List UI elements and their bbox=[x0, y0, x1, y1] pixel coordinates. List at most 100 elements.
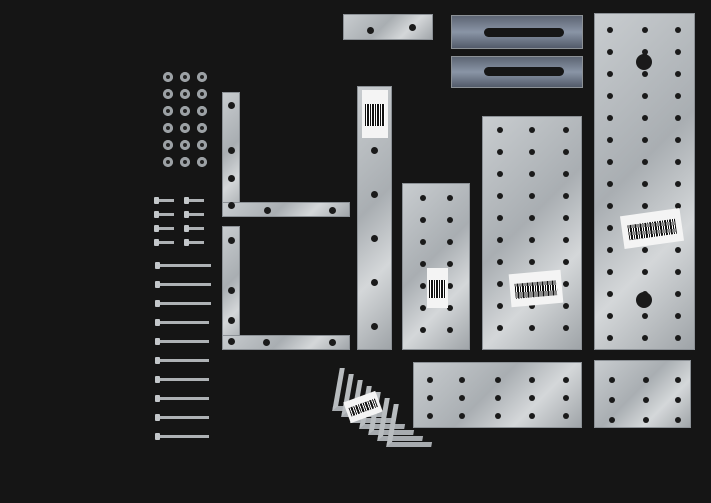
nut bbox=[180, 157, 190, 167]
hole bbox=[495, 395, 501, 401]
hole bbox=[563, 127, 569, 133]
hole bbox=[642, 137, 648, 143]
hole bbox=[607, 313, 613, 319]
hole bbox=[675, 377, 681, 383]
short-bolt bbox=[154, 211, 174, 218]
long-bolt bbox=[155, 433, 209, 440]
l-bracket-top-vertical bbox=[222, 92, 240, 217]
angle-bracket bbox=[386, 404, 439, 447]
nut bbox=[163, 89, 173, 99]
hole bbox=[642, 159, 648, 165]
hole bbox=[609, 377, 615, 383]
hole bbox=[227, 316, 235, 324]
hole bbox=[447, 305, 453, 311]
hole bbox=[642, 27, 648, 33]
hole bbox=[675, 93, 681, 99]
short-bolt bbox=[154, 239, 174, 246]
hole bbox=[563, 237, 569, 243]
hole bbox=[642, 269, 648, 275]
hole bbox=[607, 159, 613, 165]
hole bbox=[459, 413, 465, 419]
hole bbox=[370, 322, 378, 330]
barcode-label bbox=[362, 90, 388, 138]
hole bbox=[459, 395, 465, 401]
nut bbox=[180, 72, 190, 82]
hole bbox=[675, 247, 681, 253]
hole bbox=[675, 71, 681, 77]
hole bbox=[529, 215, 535, 221]
barcode-label bbox=[427, 268, 448, 308]
hole bbox=[459, 377, 465, 383]
short-bolt bbox=[154, 197, 174, 204]
hole bbox=[675, 417, 681, 423]
hole bbox=[563, 259, 569, 265]
hole bbox=[227, 201, 235, 209]
hole bbox=[497, 171, 503, 177]
long-bolt bbox=[155, 262, 211, 269]
nut bbox=[163, 140, 173, 150]
hole bbox=[675, 159, 681, 165]
hole bbox=[636, 54, 652, 70]
long-bolt bbox=[155, 395, 209, 402]
hole bbox=[642, 181, 648, 187]
hole bbox=[563, 193, 569, 199]
hole bbox=[607, 49, 613, 55]
hole bbox=[609, 397, 615, 403]
hole bbox=[642, 335, 648, 341]
hole bbox=[609, 417, 615, 423]
hole bbox=[607, 203, 613, 209]
wide-plate bbox=[482, 116, 582, 350]
hole bbox=[563, 413, 569, 419]
hole bbox=[447, 283, 453, 289]
hole bbox=[447, 195, 453, 201]
hole bbox=[262, 338, 270, 346]
hole bbox=[529, 413, 535, 419]
hole bbox=[497, 259, 503, 265]
hole bbox=[529, 325, 535, 331]
hole bbox=[675, 269, 681, 275]
hole bbox=[675, 27, 681, 33]
hole bbox=[420, 283, 426, 289]
hole bbox=[607, 291, 613, 297]
hole bbox=[420, 239, 426, 245]
hole bbox=[643, 377, 649, 383]
long-bolt bbox=[155, 300, 211, 307]
nut bbox=[197, 72, 207, 82]
nut bbox=[197, 157, 207, 167]
hole bbox=[227, 236, 235, 244]
medium-plate bbox=[402, 183, 470, 350]
long-bolt bbox=[155, 357, 209, 364]
hole bbox=[642, 313, 648, 319]
hole bbox=[563, 149, 569, 155]
hole bbox=[497, 193, 503, 199]
hole bbox=[563, 303, 569, 309]
hole bbox=[263, 206, 271, 214]
hole bbox=[563, 215, 569, 221]
hole bbox=[675, 335, 681, 341]
hole bbox=[497, 149, 503, 155]
long-bolt bbox=[155, 281, 211, 288]
nut bbox=[163, 123, 173, 133]
hole bbox=[642, 71, 648, 77]
hole bbox=[675, 181, 681, 187]
nut bbox=[180, 89, 190, 99]
hole bbox=[370, 190, 378, 198]
hole bbox=[447, 239, 453, 245]
hole bbox=[607, 93, 613, 99]
long-bolt bbox=[155, 338, 209, 345]
hole bbox=[529, 171, 535, 177]
hole bbox=[636, 292, 652, 308]
hole bbox=[529, 377, 535, 383]
hole bbox=[427, 377, 433, 383]
hole bbox=[675, 137, 681, 143]
hole bbox=[607, 71, 613, 77]
hole bbox=[529, 127, 535, 133]
nut bbox=[163, 157, 173, 167]
nut bbox=[163, 72, 173, 82]
hole bbox=[643, 397, 649, 403]
hole bbox=[227, 337, 235, 345]
hole bbox=[497, 281, 503, 287]
hole bbox=[675, 203, 681, 209]
hole bbox=[420, 305, 426, 311]
hole bbox=[366, 26, 374, 34]
